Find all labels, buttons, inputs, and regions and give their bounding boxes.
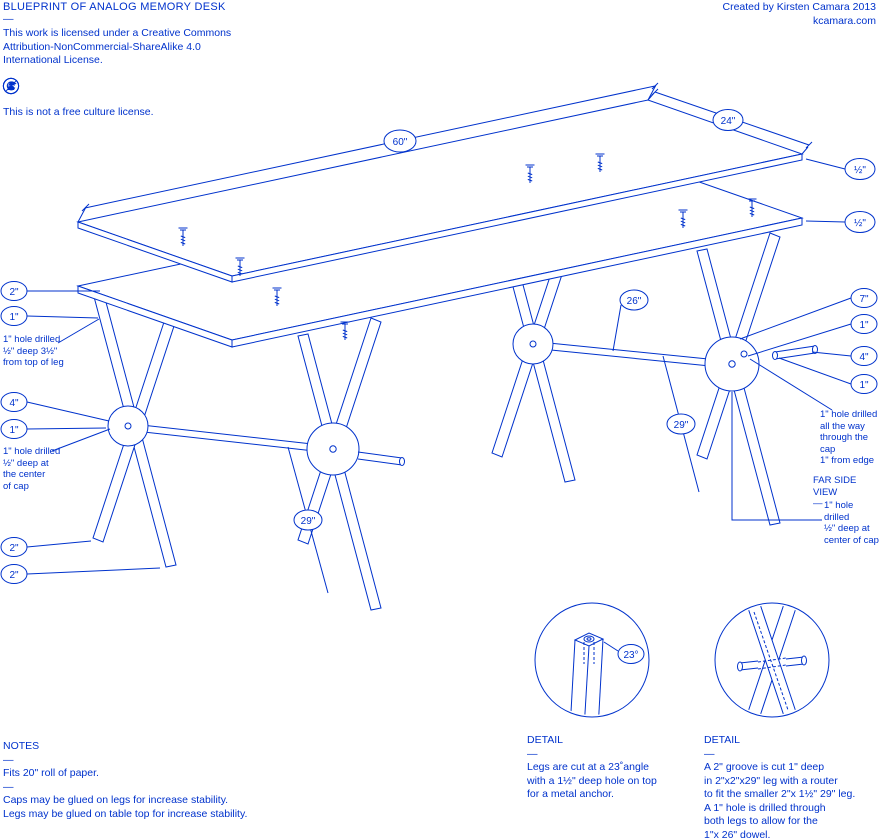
notes-block: NOTES — Fits 20" roll of paper. — Caps m… [3, 740, 263, 821]
svg-text:½": ½" [854, 165, 866, 176]
svg-text:29": 29" [301, 516, 316, 527]
dim-callout-length: 60" [383, 129, 417, 153]
svg-text:24": 24" [721, 116, 736, 127]
title-rule: — [3, 13, 14, 25]
dim-callout-lower-thickness: ½" [844, 211, 876, 233]
svg-text:4": 4" [9, 398, 19, 409]
dim-callout-right-7: 7" [850, 288, 878, 308]
notes-title: NOTES [3, 740, 40, 752]
license-line: International License. [3, 54, 103, 66]
dowel-left [123, 422, 331, 447]
svg-text:1": 1" [9, 425, 19, 436]
detail-circle-leg-top: 23° [534, 602, 650, 718]
dim-callout-leg-29-left: 29" [293, 509, 323, 531]
cap-right-front-far-side-view [704, 336, 760, 392]
svg-text:26": 26" [627, 296, 642, 307]
detail-joint-block: DETAIL — A 2" groove is cut 1" deep in 2… [704, 734, 879, 840]
dowel-end [399, 457, 405, 466]
dim-callout-dowel-26: 26" [619, 289, 649, 311]
upper-tabletop [76, 99, 804, 283]
svg-text:23°: 23° [623, 650, 638, 661]
svg-text:1": 1" [859, 320, 869, 331]
dimension-lines [26, 82, 852, 594]
free-culture-note: This is not a free culture license. [3, 106, 154, 118]
svg-text:½": ½" [854, 218, 866, 229]
svg-text:7": 7" [859, 294, 869, 305]
dim-callout-left-4: 4" [0, 392, 28, 412]
right-leg-assembly [491, 205, 818, 526]
left-leg-assembly [92, 290, 405, 611]
license-block: This work is licensed under a Creative C… [3, 27, 231, 68]
dim-callout-left-2b: 2" [0, 537, 28, 557]
dowel-end [801, 655, 807, 666]
dim-callout-depth: 24" [712, 109, 744, 131]
svg-text:29": 29" [674, 420, 689, 431]
annotation-cap-through: 1" hole drilled all the way through the … [820, 409, 878, 467]
dim-callout-left-2c: 2" [0, 564, 28, 584]
detail-title: DETAIL [704, 734, 740, 746]
dim-callout-right-1a: 1" [850, 314, 878, 334]
cap-left-back [107, 405, 149, 447]
dim-callout-right-1b: 1" [850, 374, 878, 394]
license-line: Attribution-NonCommercial-ShareAlike 4.0 [3, 40, 201, 53]
credit-block: Created by Kirsten Camara 2013 kcamara.c… [723, 1, 877, 28]
license-line: This work is licensed under a Creative C… [3, 27, 232, 39]
svg-text:60": 60" [393, 137, 408, 148]
annotation-leg-hole: 1" hole drilled ½" deep 3½" from top of … [3, 334, 64, 369]
svg-text:1": 1" [9, 312, 19, 323]
annotation-cap-center-right: 1" hole drilled ½" deep at center of cap [824, 500, 879, 546]
dim-callout-left-1a: 1" [0, 306, 28, 326]
svg-text:1": 1" [859, 380, 869, 391]
dim-callout-left-1b: 1" [0, 419, 28, 439]
cap-right-back [512, 323, 554, 365]
dim-callout-leg-29-right: 29" [666, 413, 696, 435]
cap-edge-hole [740, 350, 748, 358]
sharealike-icon [2, 77, 20, 95]
page-title: BLUEPRINT OF ANALOG MEMORY DESK [3, 1, 226, 13]
dimension-callouts: 60" 24" ½" ½" 2" 1" [0, 109, 878, 584]
annotation-cap-center-left: 1" hole drilled ½" deep at the center of… [3, 446, 61, 492]
screw-icon [340, 321, 350, 341]
far-side-view-label: FAR SIDE VIEW — [813, 475, 857, 510]
svg-text:2": 2" [9, 570, 19, 581]
exploded-dowel [772, 345, 818, 360]
dowel-right [530, 347, 731, 369]
dim-callout-top-thickness: ½" [844, 158, 876, 180]
dowel-end [737, 661, 743, 672]
detail-circle-joint [714, 602, 830, 718]
dim-callout-angle-23: 23° [617, 644, 645, 664]
credit-line: Created by Kirsten Camara 2013 [722, 1, 877, 13]
cap-left-front [306, 422, 405, 476]
detail-leg-block: DETAIL — Legs are cut at a 23˚angle with… [527, 734, 692, 802]
svg-text:4": 4" [859, 352, 869, 363]
dowel-left [125, 429, 333, 454]
dim-callout-right-4: 4" [850, 346, 878, 366]
svg-text:2": 2" [9, 287, 19, 298]
credit-line: kcamara.com [812, 14, 876, 27]
dowel-right [528, 340, 729, 362]
svg-text:2": 2" [9, 543, 19, 554]
dim-callout-left-2a: 2" [0, 281, 28, 301]
detail-title: DETAIL [527, 734, 563, 746]
